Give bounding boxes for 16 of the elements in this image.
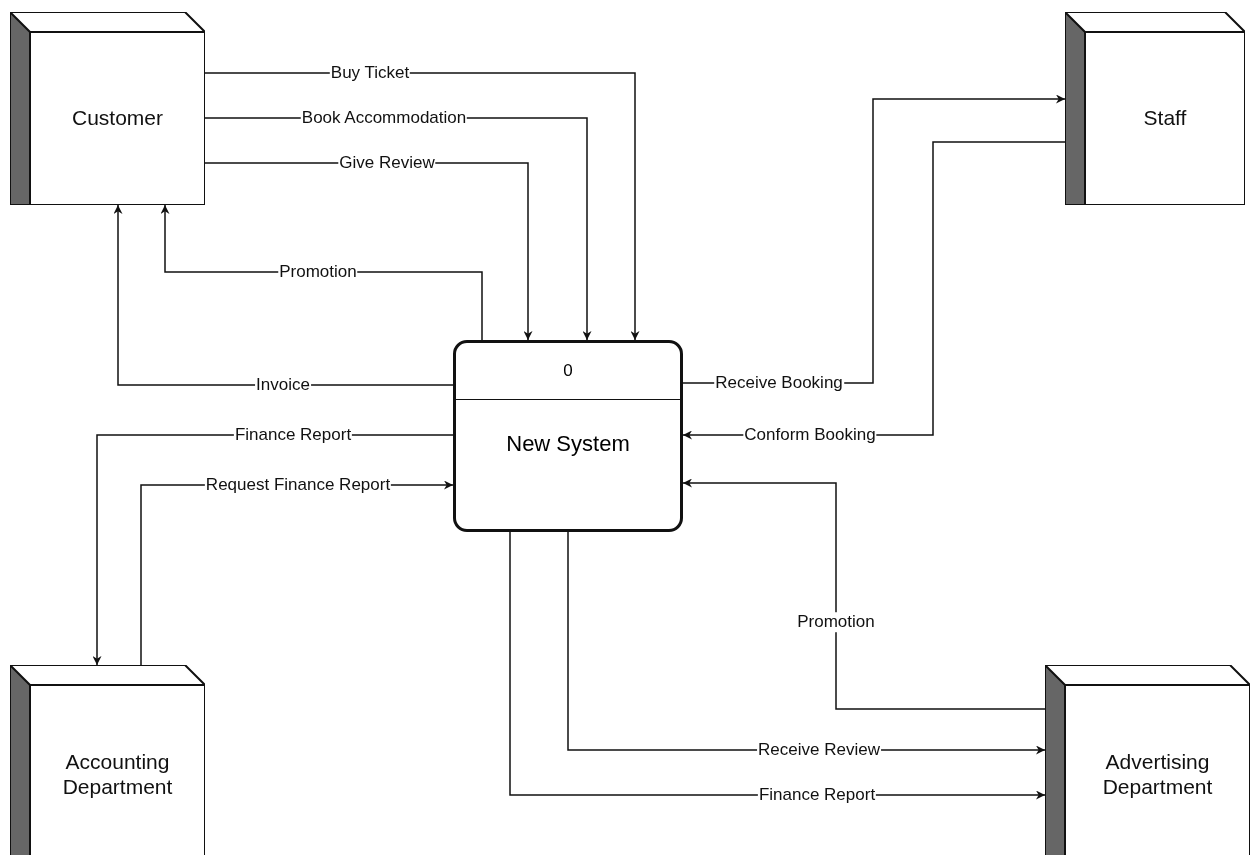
edge-label: Promotion <box>796 612 876 632</box>
process-number: 0 <box>456 343 680 400</box>
edge-label: Finance Report <box>757 785 877 805</box>
entity-name: Accounting Department <box>61 748 174 800</box>
process-box <box>453 340 683 532</box>
entity-name: Staff <box>1143 104 1187 131</box>
arrow <box>113 204 454 386</box>
process-name: New System <box>506 429 630 458</box>
entity-name: Customer <box>72 104 163 131</box>
edge-label: Buy Ticket <box>329 63 411 83</box>
edge-label: Receive Booking <box>714 373 844 393</box>
edge-label: Finance Report <box>233 425 353 445</box>
arrow <box>682 478 1046 710</box>
edge-label: Request Finance Report <box>204 475 392 495</box>
edge-label: Conform Booking <box>743 425 877 445</box>
entity-name: Advertising Department <box>1101 748 1214 800</box>
